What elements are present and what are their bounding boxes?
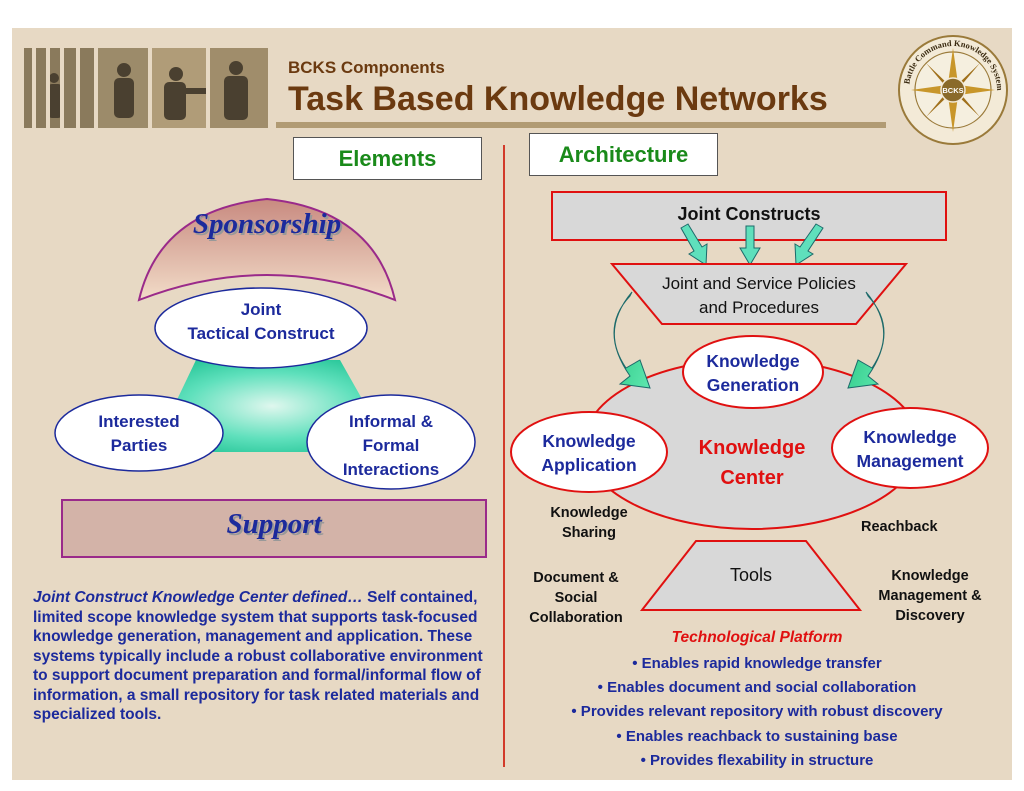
sponsorship-label: Sponsorship — [192, 208, 342, 240]
support-label: Support — [226, 508, 322, 540]
joint-constructs-label: Joint Constructs — [677, 204, 821, 224]
platform-bullet: • Enables reachback to sustaining base — [616, 728, 898, 745]
architecture-heading: Architecture — [529, 133, 718, 176]
definition-body: Self contained, limited scope knowledge … — [33, 589, 483, 723]
left-curved-arrow — [613, 291, 651, 389]
elements-heading: Elements — [293, 137, 482, 180]
joint-arrows — [680, 223, 824, 266]
seal-center-text: BCKS — [942, 86, 963, 95]
platform-bullet: • Provides relevant repository with robu… — [571, 703, 943, 720]
interactions-ellipse — [306, 394, 476, 490]
title-underline-band — [276, 122, 886, 128]
platform-bullet: • Enables document and social collaborat… — [597, 679, 917, 696]
definition-lead: Joint Construct Knowledge Center defined… — [33, 589, 363, 606]
knowledge-management-ellipse — [831, 407, 989, 489]
header-photo-strip — [24, 48, 268, 128]
definition-paragraph: Joint Construct Knowledge Center defined… — [33, 588, 493, 725]
reachback-label: Reachback — [861, 519, 938, 535]
joint-construct-ellipse — [154, 287, 368, 369]
tools-trapezoid — [639, 540, 863, 611]
bcks-seal-logo: Battle Command Knowledge System BCKS — [898, 35, 1008, 145]
slide-title: Task Based Knowledge Networks — [288, 80, 828, 118]
slide-subtitle: BCKS Components — [288, 58, 445, 77]
right-curved-arrow — [847, 291, 885, 389]
tools-label: Tools — [729, 565, 773, 585]
support-bar — [61, 499, 487, 558]
section-divider — [503, 145, 505, 767]
policies-trapezoid — [609, 263, 909, 325]
knowledge-generation-ellipse — [682, 335, 824, 409]
knowledge-application-ellipse — [510, 411, 668, 493]
platform-bullet: • Provides flexability in structure — [640, 752, 874, 769]
architecture-diagram — [510, 191, 989, 611]
platform-bullet: • Enables rapid knowledge transfer — [632, 655, 882, 672]
elements-diagram — [54, 197, 487, 558]
interested-parties-ellipse — [54, 394, 224, 472]
platform-title: Technological Platform — [671, 629, 843, 646]
sponsorship-arc — [137, 197, 397, 302]
